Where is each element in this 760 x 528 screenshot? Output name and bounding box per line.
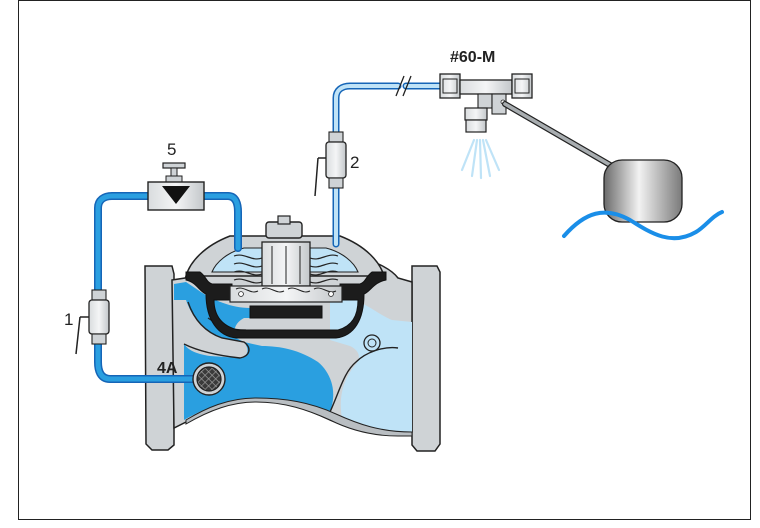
cock-valve-2[interactable]	[314, 131, 347, 197]
label-filter: 4A	[157, 360, 178, 377]
label-pilot: #60-M	[450, 49, 495, 66]
water-surface-wave	[562, 210, 724, 241]
needle-valve-5[interactable]	[147, 162, 205, 211]
cock-valve-1[interactable]	[75, 289, 110, 355]
filter-4a	[192, 362, 226, 396]
line-break-mark	[395, 75, 412, 97]
float-ball-icon	[603, 159, 683, 223]
control-tubing	[94, 82, 448, 383]
label-needle-valve: 5	[167, 140, 176, 159]
pilot-60m[interactable]	[439, 73, 533, 133]
label-cock-1: 1	[64, 310, 73, 329]
water-spray-icon	[460, 138, 501, 180]
label-cock-2: 2	[350, 153, 359, 172]
